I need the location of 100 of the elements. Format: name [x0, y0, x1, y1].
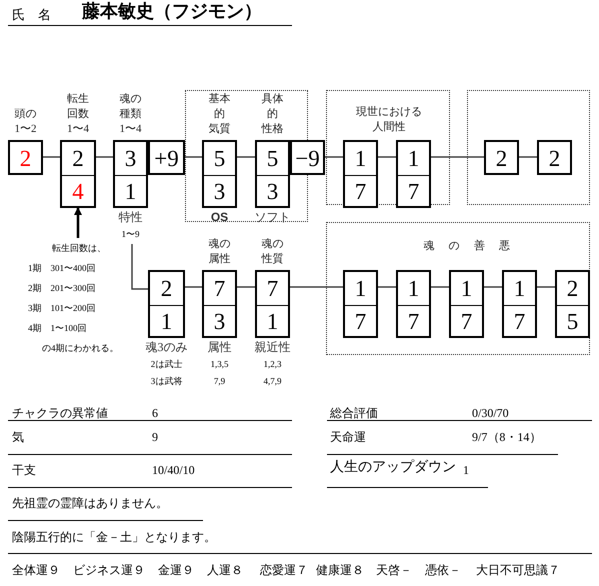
box-caption: 1,3,5 — [210, 358, 230, 371]
fortune-item: 全体運９ — [12, 562, 60, 578]
number-value: 1 — [150, 305, 183, 336]
number-value: 7 — [345, 305, 376, 336]
dotted-group-frame — [467, 90, 590, 205]
note-text: の4期にわかれる。 — [42, 342, 118, 355]
number-value: 7 — [266, 275, 280, 303]
field-value: 10/40/10 — [152, 462, 195, 478]
box-caption: 親近性 — [254, 339, 292, 356]
number-value: 1 — [406, 275, 420, 303]
box-caption: 特性 — [118, 209, 144, 226]
number-value: 1 — [460, 275, 474, 303]
field-value: 1 — [463, 462, 469, 478]
connector-line — [131, 244, 148, 290]
field-value: 9/7（8・14） — [472, 429, 542, 445]
number-value: 3 — [204, 175, 235, 206]
fortune-item: 人運８ — [207, 562, 243, 578]
connector-line — [96, 156, 113, 158]
group-heading: 現世における人間性 — [355, 105, 423, 135]
number-value: 5 — [212, 145, 226, 173]
connector-line — [484, 286, 502, 288]
connector-line — [325, 156, 343, 158]
number-value: 2 — [566, 275, 580, 303]
box-heading: 魂の属性 — [208, 237, 232, 267]
connector-line — [519, 156, 537, 158]
fortune-item: 天啓－ — [376, 562, 412, 578]
field-value: 6 — [152, 405, 158, 421]
box-heading: 転生回数1〜4 — [66, 92, 90, 137]
box-caption: 魂3のみ — [144, 339, 188, 356]
connector-line — [431, 156, 484, 158]
note-text: 陰陽五行的に「金－土」となります。 — [12, 529, 216, 545]
field-value: 0/30/70 — [472, 405, 509, 421]
connector-line — [237, 156, 255, 158]
dotted-group-frame — [326, 90, 450, 205]
fortune-item: 健康運８ — [316, 562, 364, 578]
number-value: 2 — [160, 275, 174, 303]
number-value: 1 — [354, 275, 368, 303]
box-heading: 基本的気質 — [208, 92, 232, 137]
box-caption: 1〜9 — [120, 228, 140, 241]
dotted-group-frame — [326, 222, 590, 355]
field-label: チャクラの異常値 — [12, 405, 108, 421]
fortune-item: 憑依－ — [425, 562, 461, 578]
number-value: 7 — [398, 175, 429, 206]
field-label: 天命運 — [330, 429, 366, 445]
number-value: 2 — [494, 145, 508, 173]
note-text: 4期 1〜100回 — [28, 322, 86, 335]
number-value: −9 — [294, 145, 321, 173]
fortune-item: 大日不可思議７ — [476, 562, 560, 578]
connector-line — [378, 156, 396, 158]
note-text: 2期 201〜300回 — [28, 282, 96, 295]
box-caption: 7,9 — [212, 375, 226, 388]
group-heading: 魂の善悪 — [422, 239, 509, 254]
fortune-item: ビジネス運９ — [73, 562, 145, 578]
fortune-item: 恋愛運７ — [260, 562, 308, 578]
number-value: 5 — [557, 305, 588, 336]
number-value: 4 — [62, 175, 94, 206]
number-value: 7 — [451, 305, 482, 336]
number-value: +9 — [153, 145, 180, 173]
field-value: 9 — [152, 429, 158, 445]
box-caption: 3は武将 — [150, 375, 184, 388]
box-heading: 魂の性質 — [260, 237, 284, 267]
number-value: 2 — [548, 145, 562, 173]
number-value: 2 — [18, 145, 32, 173]
note-text: 転生回数は、 — [52, 242, 106, 255]
connector-line — [185, 156, 202, 158]
number-value: 3 — [124, 145, 138, 173]
number-value: 1 — [115, 175, 146, 206]
connector-line — [43, 156, 60, 158]
field-label: 干支 — [12, 462, 36, 478]
field-label: 気 — [12, 429, 24, 445]
box-caption: 4,7,9 — [262, 375, 282, 388]
fortune-item: 金運９ — [158, 562, 194, 578]
number-value: 3 — [257, 175, 288, 206]
number-value: 1 — [512, 275, 526, 303]
connector-line — [185, 286, 202, 288]
number-value: 7 — [398, 305, 429, 336]
number-value: 7 — [345, 175, 376, 206]
connector-line — [537, 286, 555, 288]
box-caption: 2は武士 — [150, 358, 184, 371]
connector-line — [378, 286, 396, 288]
field-label: 総合評価 — [330, 405, 378, 421]
number-value: 5 — [266, 145, 280, 173]
box-caption: 属性 — [206, 339, 232, 356]
connector-line — [237, 286, 255, 288]
box-caption: 1,2,3 — [262, 358, 282, 371]
number-value: 7 — [504, 305, 535, 336]
box-heading: 魂の種類1〜4 — [118, 92, 142, 137]
box-heading: 頭の1〜2 — [14, 107, 38, 137]
number-value: 7 — [212, 275, 226, 303]
connector-line — [290, 286, 343, 288]
note-text: 先祖霊の霊障はありません。 — [12, 495, 168, 511]
note-text: 1期 301〜400回 — [28, 262, 96, 275]
number-value: 3 — [204, 305, 235, 336]
name-title: 藤本敏史（フジモン） — [82, 1, 262, 23]
number-value: 1 — [354, 145, 368, 173]
box-heading: 具体的性格 — [260, 92, 284, 137]
field-label: 人生のアップダウン — [330, 460, 456, 476]
arrow — [74, 207, 82, 238]
connector-line — [431, 286, 449, 288]
number-value: 2 — [71, 145, 85, 173]
